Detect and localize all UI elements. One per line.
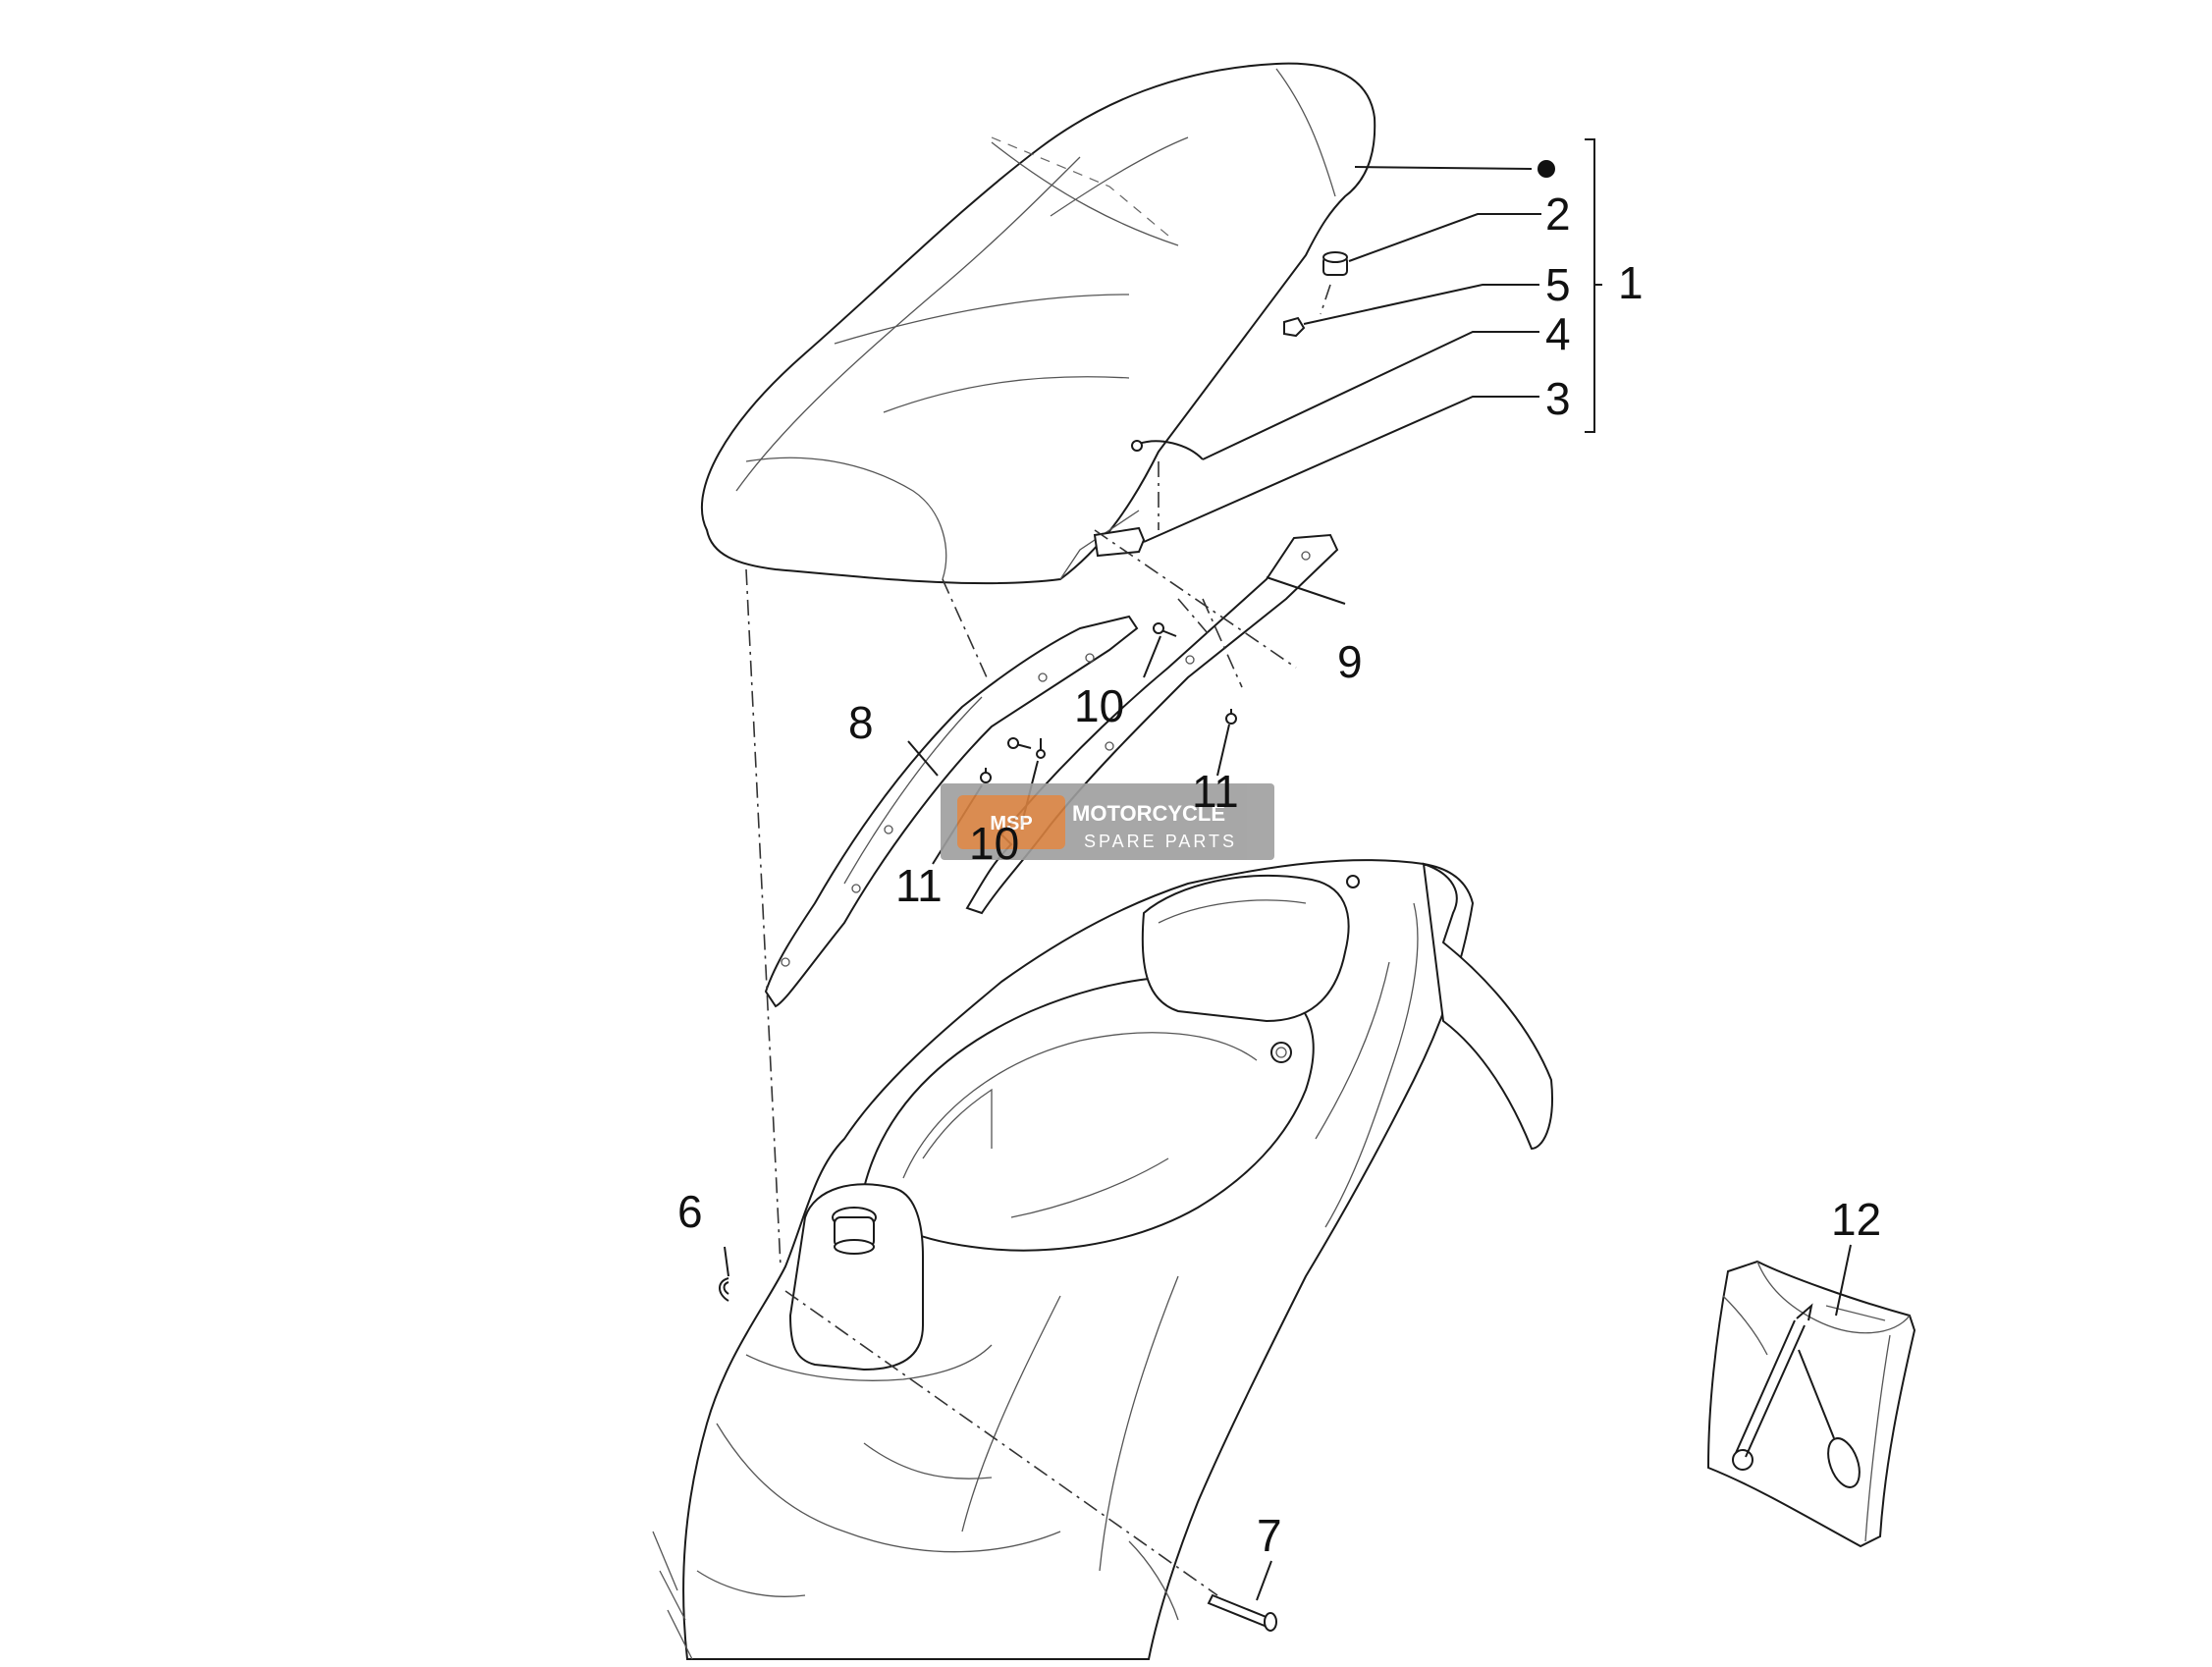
- label-10-left: 10: [969, 818, 1019, 869]
- seat-cable-part: [1131, 440, 1204, 460]
- label-2: 2: [1545, 188, 1571, 240]
- label-12: 12: [1831, 1194, 1881, 1245]
- watermark-title: MOTORCYCLE: [1072, 801, 1225, 826]
- label-7: 7: [1257, 1510, 1282, 1561]
- watermark-badge: MSP MOTORCYCLE SPARE PARTS: [941, 783, 1274, 860]
- leader-lines: [724, 138, 1852, 1601]
- watermark-logo-text: MSP: [990, 813, 1032, 834]
- tool-kit-part: [1706, 1260, 1916, 1548]
- label-11-left: 11: [895, 860, 943, 911]
- alignment-lines: [745, 284, 1331, 1596]
- clip-part: [719, 1277, 729, 1302]
- label-10-right: 10: [1074, 680, 1124, 731]
- label-3: 3: [1545, 373, 1571, 424]
- label-11-right: 11: [1192, 766, 1239, 817]
- watermark-subtitle: SPARE PARTS: [1084, 832, 1237, 851]
- seat-nut-part: [1283, 316, 1306, 338]
- label-6: 6: [677, 1186, 703, 1237]
- label-4: 4: [1545, 308, 1571, 359]
- pin-part: [1207, 1593, 1277, 1632]
- part-labels: 1 2 5 4 3 9 8 10 10 11 11 6 7 12: [677, 188, 1881, 1561]
- right-grab-rail-part: [965, 533, 1339, 915]
- left-grab-rail-part: [764, 615, 1139, 1008]
- label-9: 9: [1337, 636, 1363, 687]
- label-8: 8: [848, 697, 874, 748]
- seat-knob-part: [1322, 251, 1348, 276]
- screw-parts: [980, 622, 1237, 783]
- label-1: 1: [1618, 257, 1644, 308]
- scooter-body-part: [652, 859, 1553, 1660]
- seat-latch-part: [1093, 526, 1146, 558]
- label-5: 5: [1545, 259, 1571, 310]
- seat-part: [700, 62, 1376, 585]
